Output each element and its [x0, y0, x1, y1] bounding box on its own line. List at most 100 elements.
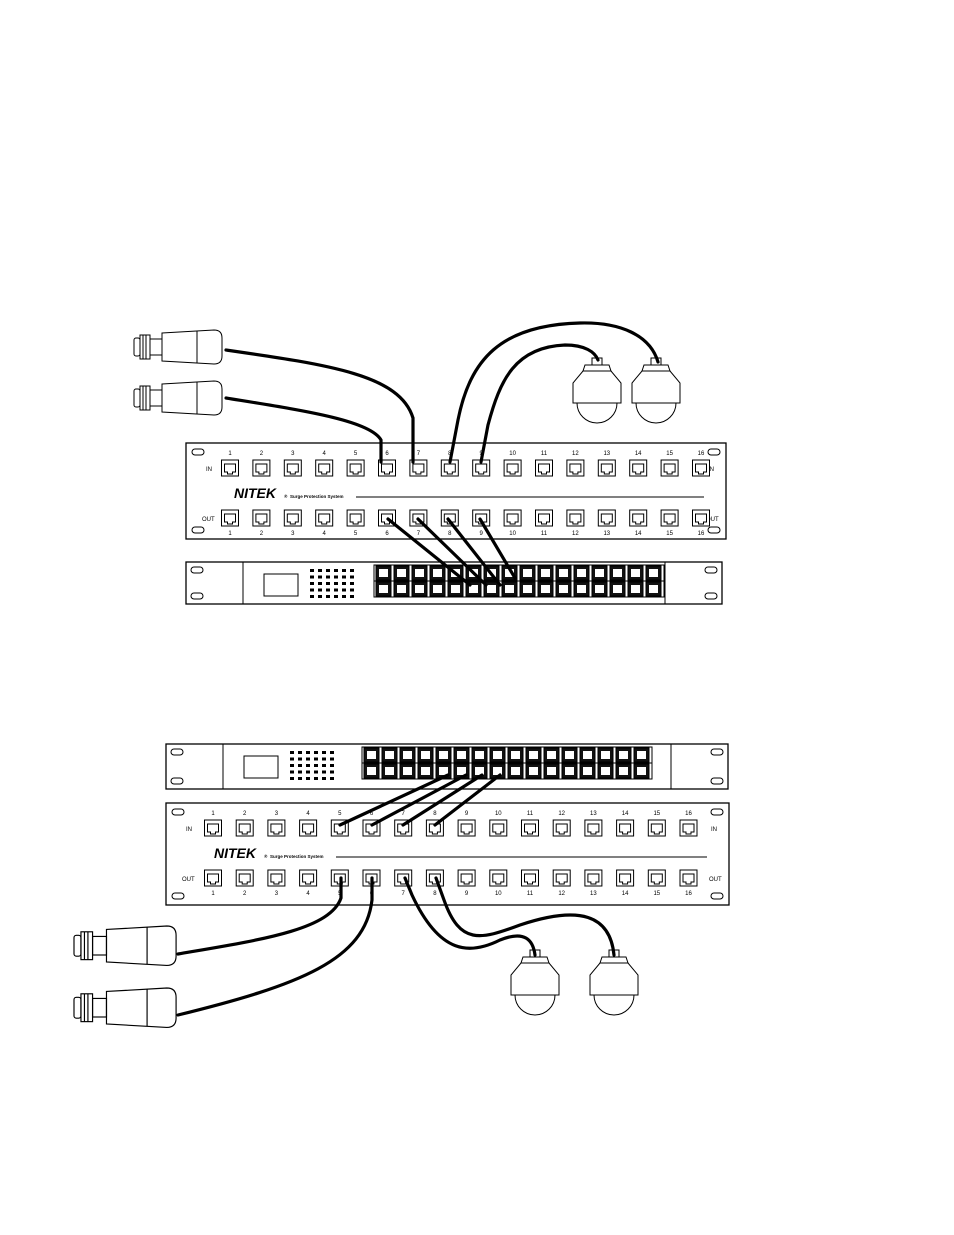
- top-surge-panel-out-port-number-12: 12: [572, 531, 579, 537]
- top-dome-camera-2-housing: [632, 371, 680, 403]
- bottom-box-camera-2: [74, 988, 176, 1027]
- bottom-network-switch-rj45-socket: [403, 751, 412, 759]
- bottom-surge-panel-out-port-number-14: 14: [622, 891, 629, 897]
- top-network-switch-rj45-socket: [631, 569, 640, 577]
- top-network-switch-indicator-led: [310, 582, 314, 585]
- top-dome-camera-2-dome: [636, 403, 676, 423]
- top-network-switch-rj45-socket: [577, 569, 586, 577]
- bottom-surge-panel-in-port-3: [268, 820, 285, 836]
- bottom-network-switch-indicator-led: [298, 777, 302, 780]
- top-network-switch-indicator-led: [342, 576, 346, 579]
- bottom-surge-panel-in-port-11: [522, 820, 539, 836]
- bottom-dome-camera-2-dome: [594, 995, 634, 1015]
- top-surge-panel-out-port-13: [598, 510, 615, 526]
- bottom-surge-panel-in-port-13: [585, 820, 602, 836]
- top-box-camera-2: [134, 381, 222, 415]
- bottom-surge-panel-out-port-number-11: 11: [527, 891, 534, 897]
- bottom-network-switch-indicator-led: [298, 771, 302, 774]
- top-network-switch-indicator-led: [326, 576, 330, 579]
- bottom-dome-camera-2-collar: [600, 957, 628, 963]
- top-box-camera-1-housing: [162, 330, 222, 364]
- bottom-network-switch-indicator-led: [314, 777, 318, 780]
- bottom-network-switch-indicator-led: [306, 771, 310, 774]
- top-surge-panel-in-port-12: [567, 460, 584, 476]
- bottom-box-camera-1-lens-ring: [81, 932, 93, 960]
- top-surge-panel-in-port-number-16: 16: [698, 451, 705, 457]
- bottom-network-switch-indicator-led: [322, 751, 326, 754]
- bottom-surge-panel-out-port-14: [617, 870, 634, 886]
- top-surge-panel-out-port-16: [693, 510, 710, 526]
- bottom-surge-panel-out-port-9: [458, 870, 475, 886]
- top-surge-panel-out-port-number-13: 13: [603, 531, 610, 537]
- bottom-surge-panel-tagline: Surge Protection System: [270, 854, 324, 859]
- top-network-switch-rj45-socket: [379, 585, 388, 593]
- bottom-surge-panel-out-port-number-16: 16: [685, 891, 692, 897]
- bottom-dome-camera-1-housing: [511, 963, 559, 995]
- bottom-box-camera-1-housing: [106, 926, 176, 965]
- top-network-switch-rj45-socket: [631, 585, 640, 593]
- bottom-surge-panel-out-port-2: [236, 870, 253, 886]
- top-box-camera-2-lens-mount: [150, 390, 162, 406]
- bottom-surge-panel-in-port-number-15: 15: [653, 811, 660, 817]
- top-network-switch-rj45-socket: [523, 585, 532, 593]
- top-box-camera-1: [134, 330, 222, 364]
- top-network-switch-rj45-socket: [487, 585, 496, 593]
- top-network-switch-indicator-led: [318, 595, 322, 598]
- bottom-network-switch-rj45-socket: [583, 751, 592, 759]
- bottom-surge-panel-in-port-number-14: 14: [622, 811, 629, 817]
- bottom-network-switch-rj45-socket: [601, 767, 610, 775]
- top-surge-panel-out-port-10: [504, 510, 521, 526]
- top-network-switch-rj45-socket: [415, 569, 424, 577]
- bottom-network-switch-rj45-socket: [475, 751, 484, 759]
- top-network-switch-rj45-socket: [649, 585, 658, 593]
- bottom-network-switch-rj45-socket: [439, 767, 448, 775]
- top-network-switch-indicator-led: [310, 569, 314, 572]
- bottom-surge-panel: ININOUTOUTNITEK®Surge Protection System1…: [166, 803, 729, 905]
- top-surge-panel-in-label-left: IN: [206, 467, 212, 473]
- top-dome-camera-1-dome: [577, 403, 617, 423]
- bottom-box-camera-2-lens-mount: [93, 998, 107, 1017]
- bottom-surge-panel-out-port-16: [680, 870, 697, 886]
- bottom-network-switch-rj45-socket: [367, 767, 376, 775]
- top-surge-panel-out-port-11: [536, 510, 553, 526]
- bottom-dome-camera-1-collar: [521, 957, 549, 963]
- bottom-network-switch-indicator-led: [306, 751, 310, 754]
- bottom-network-switch-rj45-socket: [547, 751, 556, 759]
- top-network-switch-indicator-led: [326, 589, 330, 592]
- bottom-box-camera-1-lens-mount: [93, 936, 107, 955]
- bottom-dome-camera-1: [511, 950, 559, 1015]
- bottom-network-switch-rj45-socket: [529, 751, 538, 759]
- top-network-switch-indicator-led: [334, 576, 338, 579]
- top-network-switch-indicator-led: [334, 582, 338, 585]
- bottom-surge-panel-out-label-left: OUT: [182, 877, 195, 883]
- top-network-switch-rj45-socket: [397, 585, 406, 593]
- top-surge-panel-in-port-10: [504, 460, 521, 476]
- bottom-surge-panel-out-port-10: [490, 870, 507, 886]
- bottom-network-switch-rj45-socket: [457, 751, 466, 759]
- bottom-surge-panel-out-port-15: [648, 870, 665, 886]
- top-box-camera-2-lens-ring: [140, 386, 150, 410]
- bottom-network-switch: [166, 744, 728, 789]
- bottom-network-switch-indicator-led: [330, 751, 334, 754]
- top-cable-dome-camera-2: [450, 323, 658, 462]
- top-surge-panel-in-port-number-13: 13: [603, 451, 610, 457]
- bottom-network-switch-indicator-led: [290, 751, 294, 754]
- top-surge-panel-out-port-14: [630, 510, 647, 526]
- top-box-camera-1-lens-mount: [150, 339, 162, 355]
- top-network-switch-indicator-led: [318, 582, 322, 585]
- top-network-switch-rj45-socket: [613, 569, 622, 577]
- bottom-network-switch-rj45-socket: [493, 751, 502, 759]
- bottom-surge-panel-in-port-15: [648, 820, 665, 836]
- bottom-network-switch-indicator-led: [298, 758, 302, 761]
- bottom-network-switch-rj45-socket: [601, 751, 610, 759]
- bottom-network-switch-rj45-socket: [637, 767, 646, 775]
- top-network-switch-indicator-led: [342, 595, 346, 598]
- top-dome-camera-1-collar: [583, 365, 611, 371]
- bottom-surge-panel-out-port-number-10: 10: [495, 891, 502, 897]
- top-surge-panel-tagline: Surge Protection System: [290, 494, 344, 499]
- bottom-surge-panel-in-port-number-11: 11: [527, 811, 534, 817]
- top-box-camera-1-lens-ring: [140, 335, 150, 359]
- bottom-network-switch-indicator-led: [322, 777, 326, 780]
- top-network-switch-indicator-led: [334, 589, 338, 592]
- top-surge-panel-in-port-13: [598, 460, 615, 476]
